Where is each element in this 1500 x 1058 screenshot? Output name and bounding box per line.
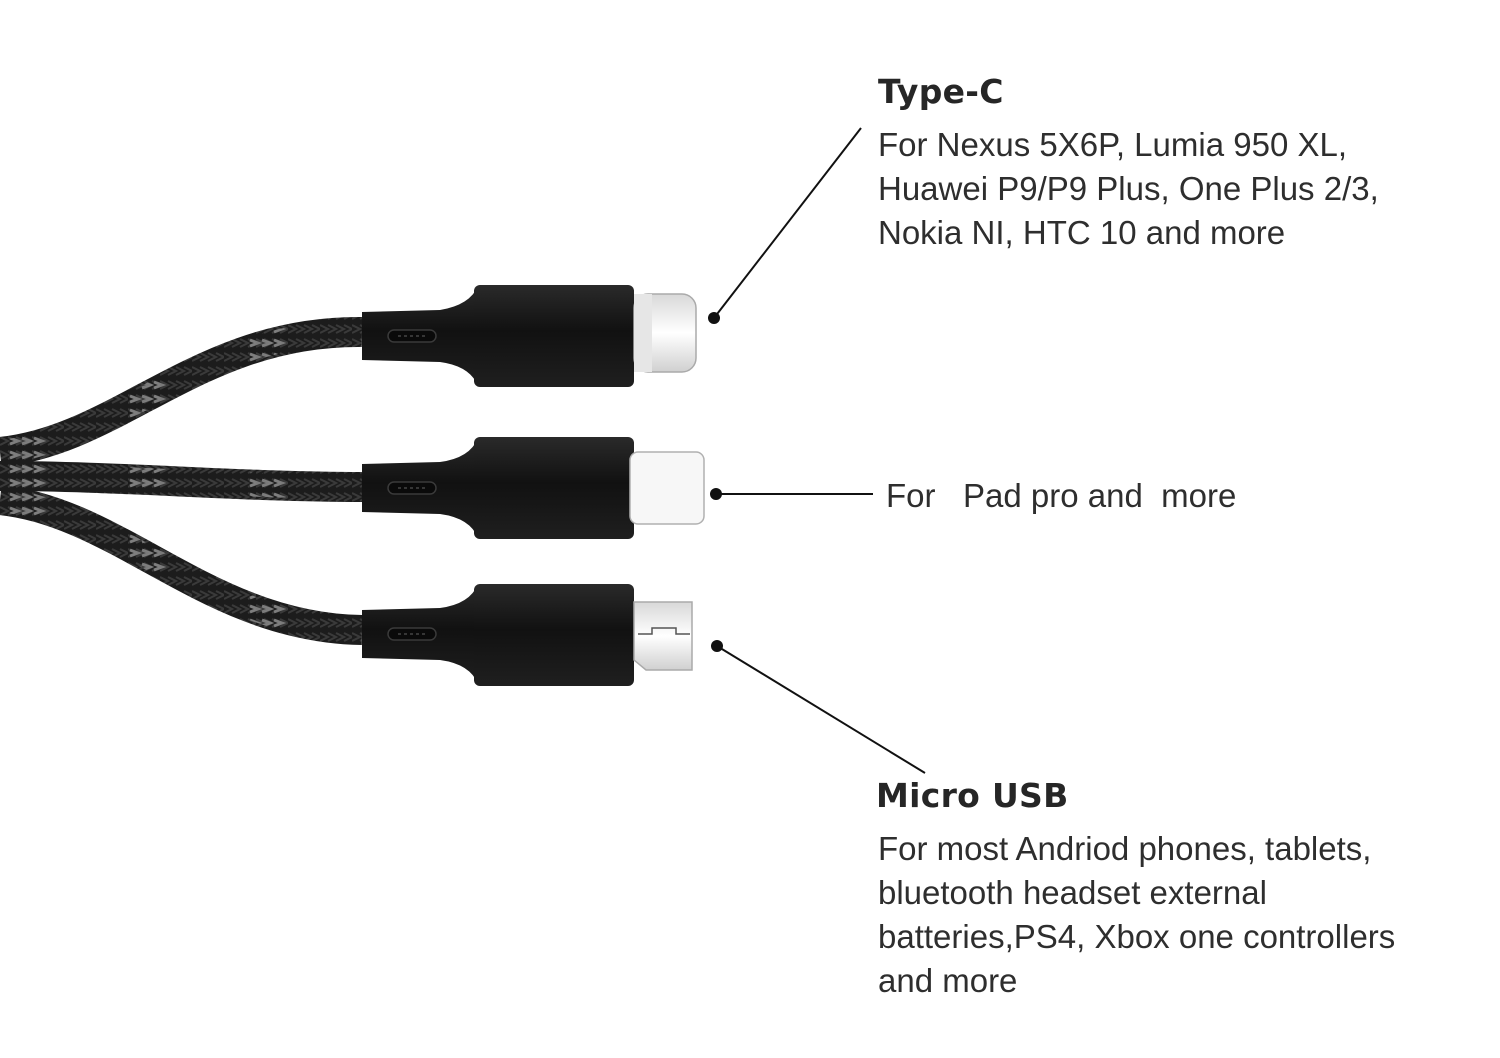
lightning-connector <box>362 437 705 539</box>
type-c-desc-line: Huawei P9/P9 Plus, One Plus 2/3, <box>878 170 1379 207</box>
type-c-connector <box>362 285 697 387</box>
lightning-desc-line: For Pad pro and more <box>886 477 1237 514</box>
type-c-heading: Type-C <box>878 72 1004 111</box>
micro-usb-heading: Micro USB <box>876 776 1069 815</box>
callout-type-c <box>708 127 862 324</box>
micro-usb-desc-line: For most Andriod phones, tablets, <box>878 830 1372 867</box>
micro-usb-label: Micro USB For most Andriod phones, table… <box>876 776 1395 1003</box>
callout-micro-usb <box>711 640 926 774</box>
type-c-desc-line: Nokia NI, HTC 10 and more <box>878 214 1286 251</box>
micro-usb-description: For most Andriod phones, tablets, blueto… <box>878 827 1395 1003</box>
micro-usb-desc-line: and more <box>878 962 1018 999</box>
type-c-description: For Nexus 5X6P, Lumia 950 XL, Huawei P9/… <box>878 123 1379 255</box>
braided-cables <box>0 316 363 645</box>
type-c-label: Type-C For Nexus 5X6P, Lumia 950 XL, Hua… <box>878 72 1379 255</box>
type-c-desc-line: For Nexus 5X6P, Lumia 950 XL, <box>878 126 1347 163</box>
callout-lightning <box>710 488 873 500</box>
micro-usb-connector <box>362 584 693 686</box>
micro-usb-desc-line: bluetooth headset external <box>878 874 1267 911</box>
lightning-description: For Pad pro and more <box>886 474 1236 518</box>
micro-usb-desc-line: batteries,PS4, Xbox one controllers <box>878 918 1396 955</box>
lightning-label: For Pad pro and more <box>886 474 1236 518</box>
